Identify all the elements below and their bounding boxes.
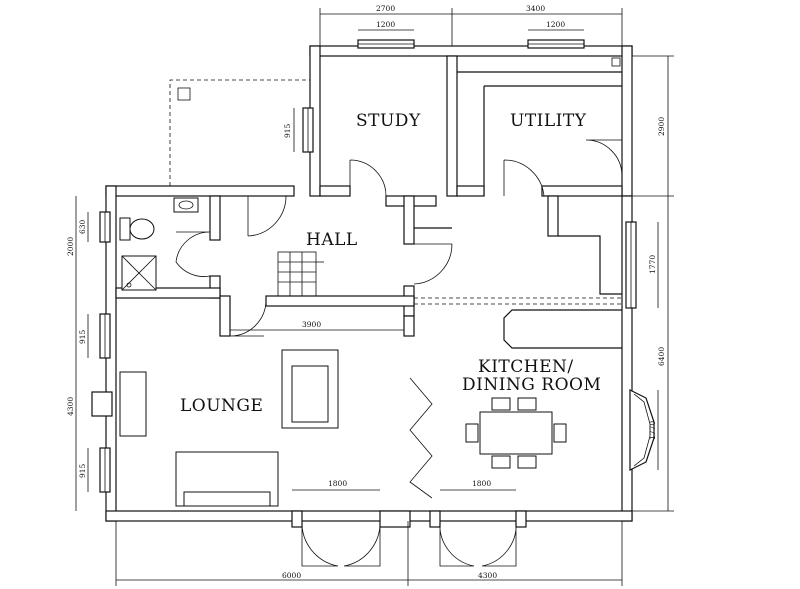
room-label-utility: UTILITY (510, 111, 587, 131)
dim-hall-width: 3900 (302, 320, 321, 329)
doors (175, 139, 623, 567)
dim-study-window: 1200 (376, 20, 395, 29)
windows (91, 39, 655, 493)
room-label-kitchen-1: KITCHEN/ (478, 357, 574, 377)
dim-lounge-doors: 1800 (328, 479, 347, 488)
room-label-study: STUDY (356, 111, 421, 131)
dim-utility-window: 1200 (546, 20, 565, 29)
dim-bay-window: 1770 (648, 421, 657, 440)
dimension-lines (75, 8, 674, 586)
room-label-lounge: LOUNGE (180, 396, 263, 416)
dim-lounge-window-lower: 915 (78, 463, 87, 478)
interior-walls (115, 55, 623, 528)
dim-wc-depth: 2000 (66, 237, 75, 256)
dim-bottom-lounge: 6000 (282, 571, 301, 580)
stairs (277, 251, 324, 297)
room-label-hall: HALL (306, 230, 358, 250)
dim-kitchen-doors: 1800 (472, 479, 491, 488)
dim-utility-depth: 2900 (657, 117, 666, 136)
dim-kitchen-window: 1770 (648, 255, 657, 274)
dim-lounge-window-upper: 915 (78, 329, 87, 344)
porch-outline (169, 79, 310, 186)
dim-wc-window: 630 (78, 219, 87, 234)
dim-top-utility: 3400 (526, 4, 545, 13)
dim-kitchen-depth: 6400 (657, 347, 666, 366)
dim-top-study: 2700 (376, 4, 395, 13)
fixtures (119, 57, 621, 507)
dim-study-side-window: 915 (283, 123, 292, 138)
dim-bottom-kitchen: 4300 (478, 571, 497, 580)
dim-lounge-depth: 4300 (66, 397, 75, 416)
room-label-kitchen-2: DINING ROOM (462, 375, 601, 395)
